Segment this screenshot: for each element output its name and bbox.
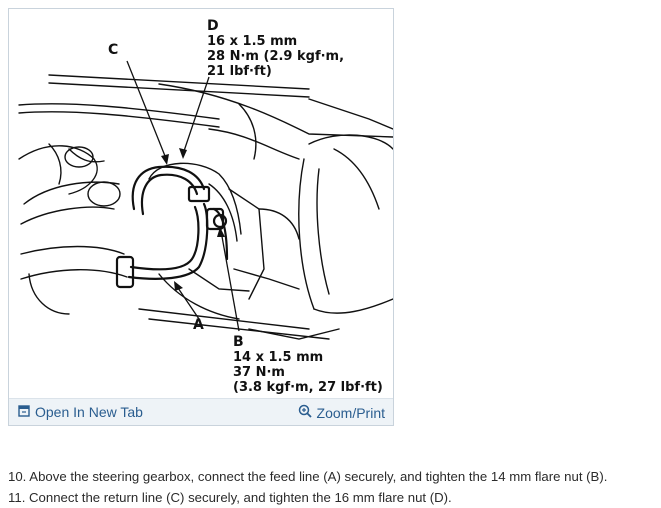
leader-lines — [126, 60, 240, 332]
open-in-new-tab-label: Open In New Tab — [35, 404, 143, 420]
steering-line-diagram[interactable]: D 16 x 1.5 mm 28 N·m (2.9 kgf·m, 21 lbf·… — [9, 9, 393, 399]
label-b: B — [233, 334, 244, 350]
instruction-steps: 10. Above the steering gearbox, connect … — [8, 466, 658, 508]
label-d-torque: 28 N·m (2.9 kgf·m, — [207, 49, 344, 64]
label-c: C — [108, 42, 118, 58]
label-d-torque-imperial: 21 lbf·ft) — [207, 64, 272, 79]
leader-arrowheads — [161, 148, 225, 291]
instruction-step: 10. Above the steering gearbox, connect … — [8, 469, 608, 484]
label-b-size: 14 x 1.5 mm — [233, 350, 323, 365]
figure-card: D 16 x 1.5 mm 28 N·m (2.9 kgf·m, 21 lbf·… — [8, 8, 394, 426]
instruction-step: 11. Connect the return line (C) securely… — [8, 490, 452, 505]
open-in-new-tab-icon — [18, 404, 30, 420]
open-in-new-tab-link[interactable]: Open In New Tab — [18, 404, 143, 420]
label-d-size: 16 x 1.5 mm — [207, 34, 297, 49]
zoom-in-icon — [298, 404, 312, 421]
label-d: D — [207, 18, 219, 34]
label-a: A — [193, 317, 204, 333]
zoom-print-link[interactable]: Zoom/Print — [298, 404, 385, 421]
label-b-torque: 37 N·m — [233, 365, 285, 380]
pressure-lines — [115, 165, 229, 289]
label-b-torque-imperial: (3.8 kgf·m, 27 lbf·ft) — [233, 380, 383, 395]
figure-footer: Open In New Tab Zoom/Print — [9, 398, 393, 425]
zoom-print-label: Zoom/Print — [316, 404, 385, 421]
engine-bay-linework — [18, 74, 393, 340]
diagram-svg: D 16 x 1.5 mm 28 N·m (2.9 kgf·m, 21 lbf·… — [18, 18, 393, 395]
